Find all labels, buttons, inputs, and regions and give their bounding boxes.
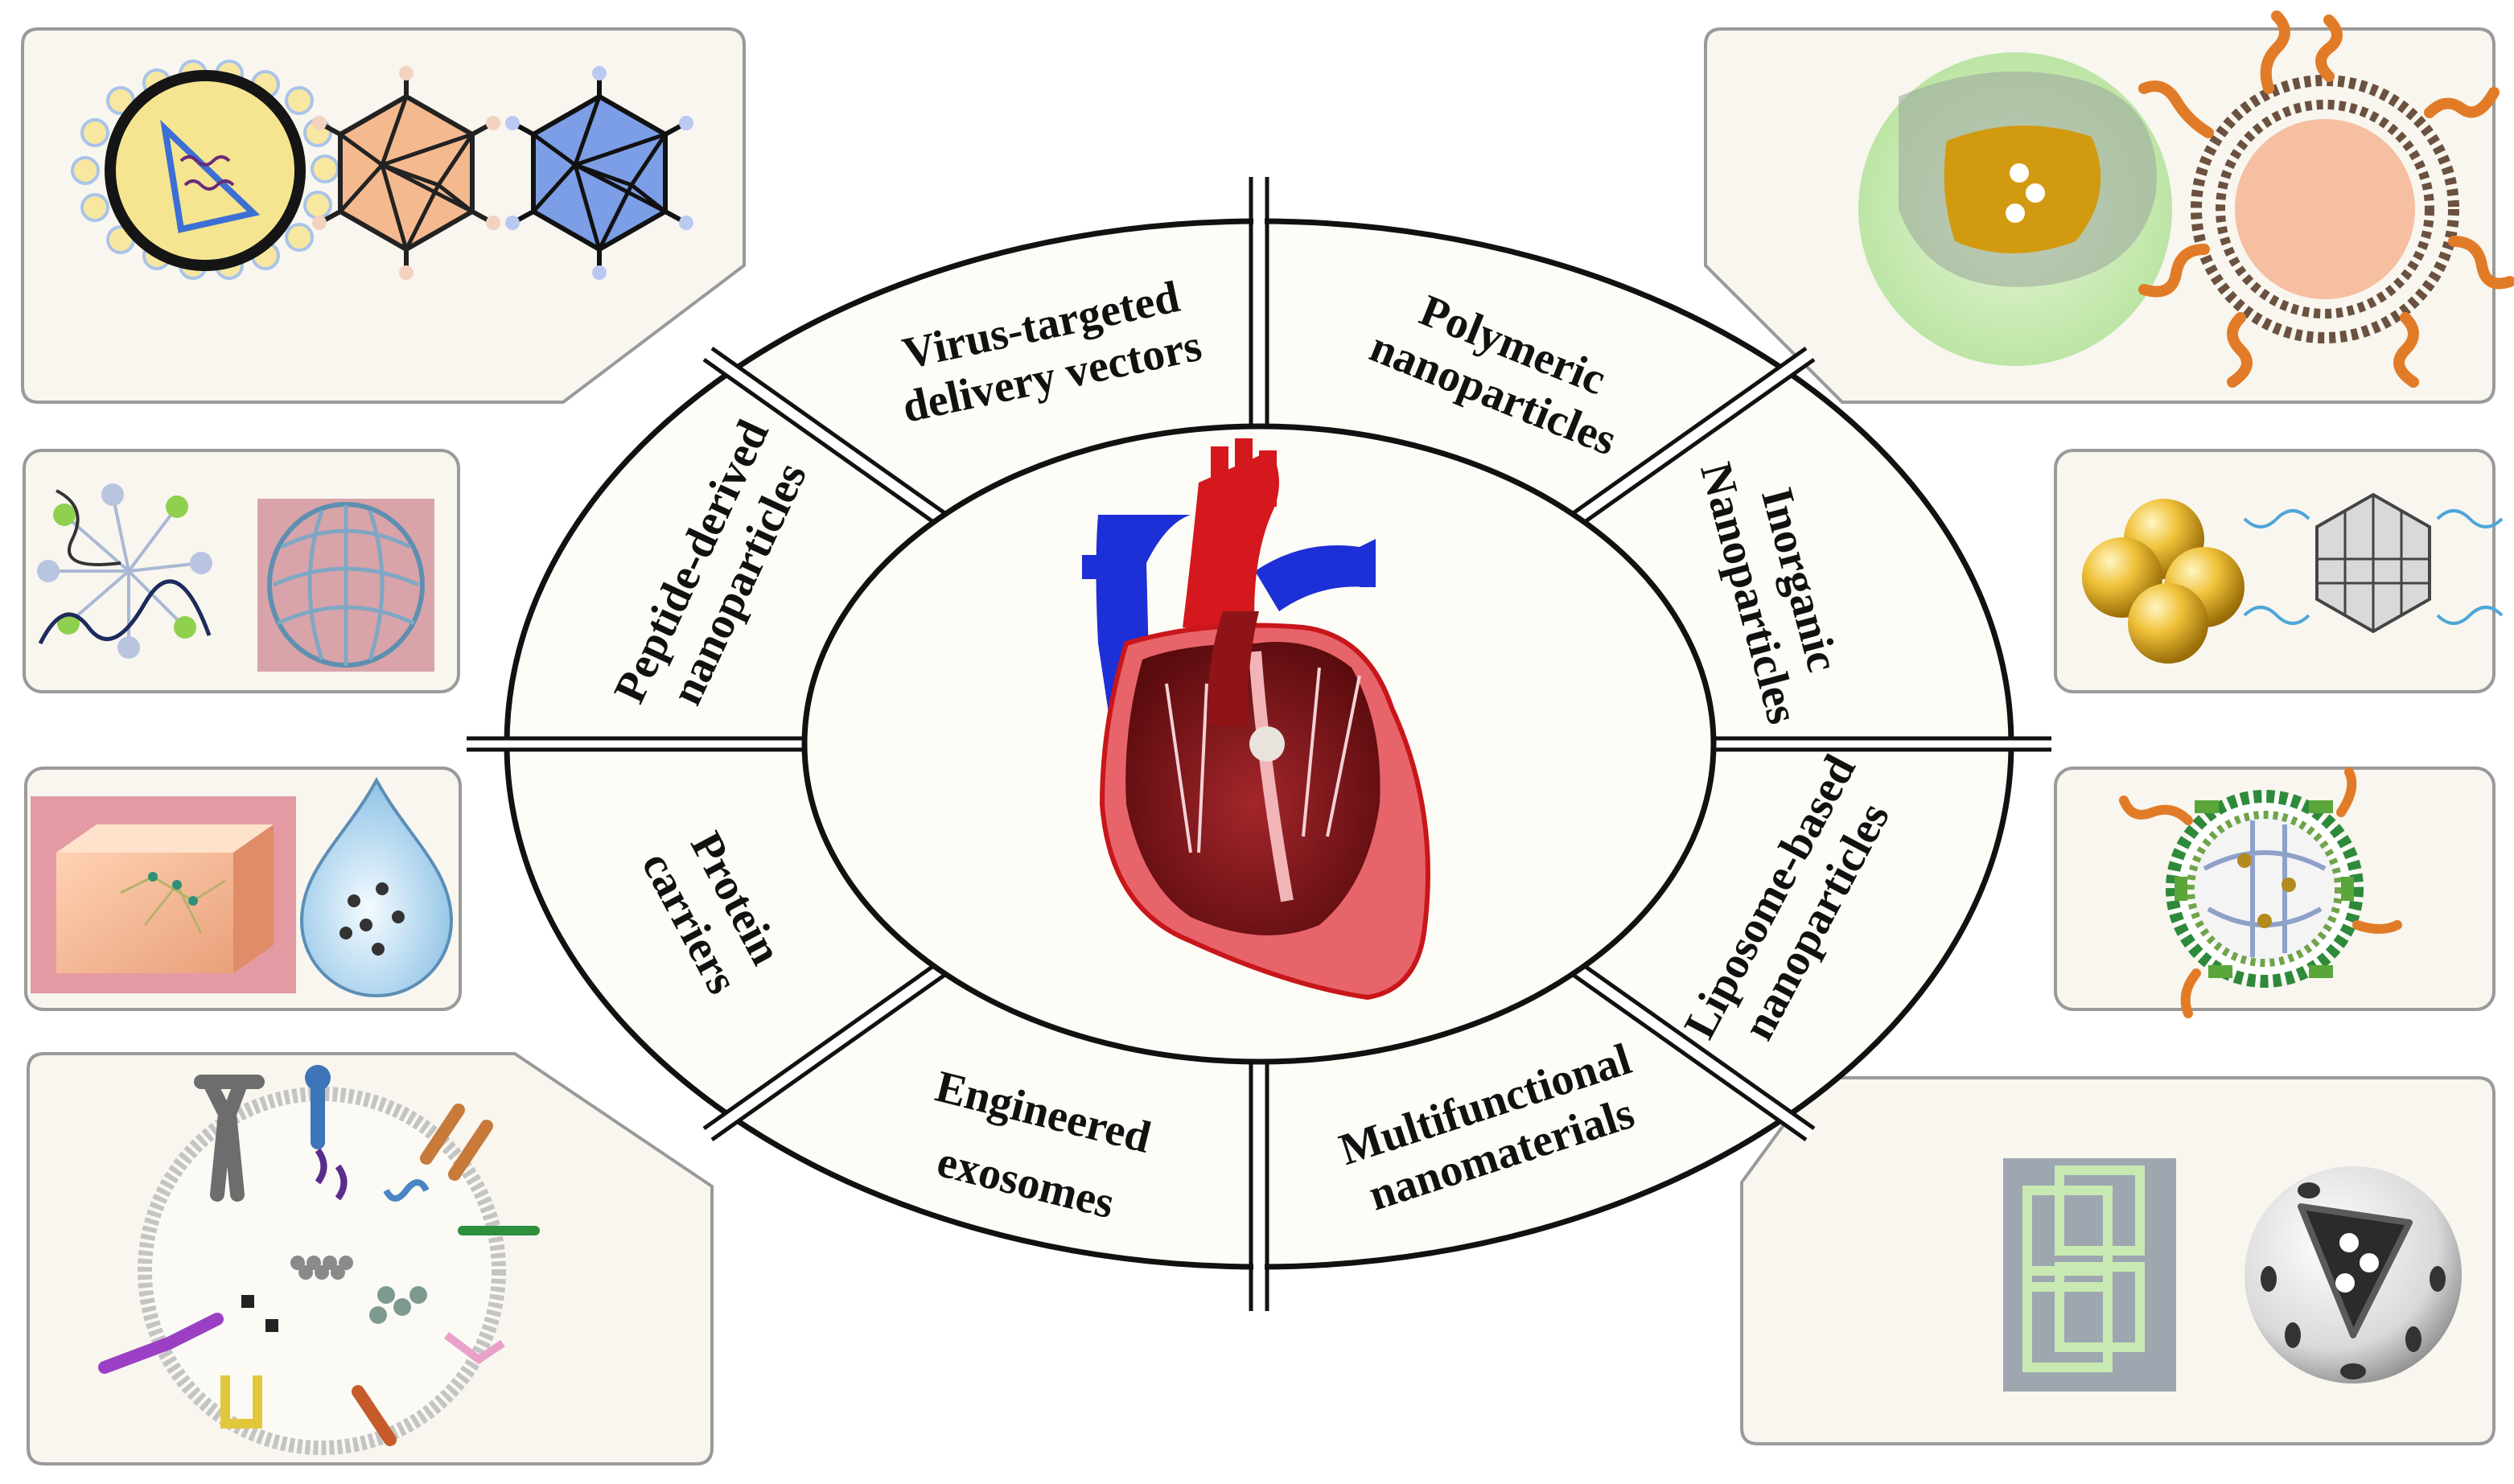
protein-droplet-icon xyxy=(299,776,454,997)
graphene-sheet-icon xyxy=(2243,492,2504,634)
panel-inorganic-nanoparticles xyxy=(2054,449,2504,693)
mesoporous-sphere-icon xyxy=(2244,1166,2462,1383)
peptide-cage-icon xyxy=(257,499,434,672)
peptide-micelle-icon xyxy=(37,483,212,659)
virus-particle-icon xyxy=(71,60,339,280)
panel-engineered-exosomes xyxy=(27,1052,714,1466)
icosahedral-capsid-icon xyxy=(505,66,693,280)
panel-polymeric-nanoparticles xyxy=(1704,10,2514,404)
panel-liposome-based-nanoparticles xyxy=(2054,767,2495,1018)
panel-protein-carriers xyxy=(24,767,462,1011)
liposome-icon xyxy=(2138,10,2514,388)
core-shell-polymer-nanoparticle-icon xyxy=(1858,52,2172,366)
heart-cross-section-icon xyxy=(1082,438,1430,1001)
liposome-icon xyxy=(2119,767,2402,1018)
panel-multifunctional-nanomaterials xyxy=(1740,1076,2495,1445)
exosome-vesicle-icon xyxy=(98,1065,540,1455)
panel-virus-vectors xyxy=(21,27,746,404)
metal-organic-framework-icon xyxy=(2003,1158,2176,1392)
icosahedral-capsid-icon xyxy=(312,66,500,280)
gold-nanoparticle-cluster-icon xyxy=(2082,499,2244,664)
panel-peptide-nanoparticles xyxy=(23,449,460,693)
hydrogel-block-icon xyxy=(31,796,296,993)
